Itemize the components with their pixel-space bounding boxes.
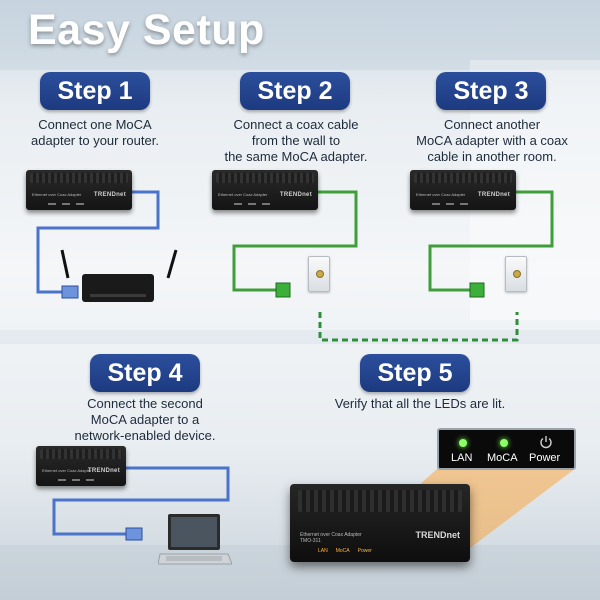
moca-adapter-step1: Ethernet over Coax Adapter TRENDnet [26, 170, 132, 210]
adapter-vents [216, 173, 314, 183]
step-2-badge: Step 2 [240, 72, 350, 110]
step-4-description: Connect the second MoCA adapter to a net… [74, 396, 216, 443]
power-led-label: Power [529, 452, 561, 464]
coax-wall-outlet-step2 [308, 256, 330, 292]
adapter-label: Ethernet over Coax Adapter [218, 192, 268, 197]
adapter-vents [298, 490, 462, 512]
adapter-leds [58, 479, 94, 481]
laptop [158, 514, 232, 565]
adapter-brand: TRENDnet [87, 468, 120, 474]
step-3-description: Connect another MoCA adapter with a coax… [416, 117, 568, 164]
laptop-screen [171, 517, 217, 547]
step-1-badge: Step 1 [40, 72, 150, 110]
coax-plug-step2 [275, 282, 291, 298]
ethernet-plug-step4 [125, 527, 143, 541]
power-icon [540, 436, 552, 449]
adapter-leds [432, 203, 468, 205]
lan-led-label: LAN [451, 452, 473, 464]
led-indicator-panel: LAN MoCA Power [437, 428, 576, 470]
moca-adapter-step3: Ethernet over Coax Adapter TRENDnet [410, 170, 516, 210]
step-2-description: Connect a coax cable from the wall to th… [224, 117, 368, 164]
adapter-brand: TRENDnet [93, 192, 126, 198]
adapter-label: Ethernet over Coax Adapter [32, 192, 82, 197]
adapter-brand: TRENDnet [415, 530, 461, 540]
moca-led [500, 439, 508, 447]
router-antenna-left [60, 249, 70, 279]
adapter-leds [234, 203, 270, 205]
step-3-badge: Step 3 [436, 72, 546, 110]
step-4-badge: Step 4 [90, 354, 200, 392]
adapter-vents [30, 173, 128, 183]
step-5-description: Verify that all the LEDs are lit. [334, 396, 506, 411]
in-wall-coax-link [318, 312, 519, 342]
router-body [82, 274, 154, 302]
step-5-badge: Step 5 [360, 354, 470, 392]
moca-adapter-step2: Ethernet over Coax Adapter TRENDnet [212, 170, 318, 210]
adapter-leds [48, 203, 84, 205]
step-1-description: Connect one MoCA adapter to your router. [31, 117, 159, 148]
moca-adapter-step4: Ethernet over Coax Adapter TRENDnet [36, 446, 126, 486]
adapter-vents [40, 449, 122, 459]
adapter-vents [414, 173, 512, 183]
adapter-brand: TRENDnet [279, 192, 312, 198]
adapter-label: Ethernet over Coax Adapter [42, 468, 92, 473]
coax-wall-outlet-step3 [505, 256, 527, 292]
adapter-label: Ethernet over Coax Adapter [416, 192, 466, 197]
page-title: Easy Setup [28, 6, 265, 54]
lan-led [459, 439, 467, 447]
router [60, 249, 178, 302]
adapter-led-labels: LAN MoCA Power [318, 548, 372, 554]
moca-led-label: MoCA [487, 452, 518, 464]
adapter-brand: TRENDnet [477, 192, 510, 198]
coax-plug-step3 [469, 282, 485, 298]
router-antenna-right [166, 249, 178, 279]
